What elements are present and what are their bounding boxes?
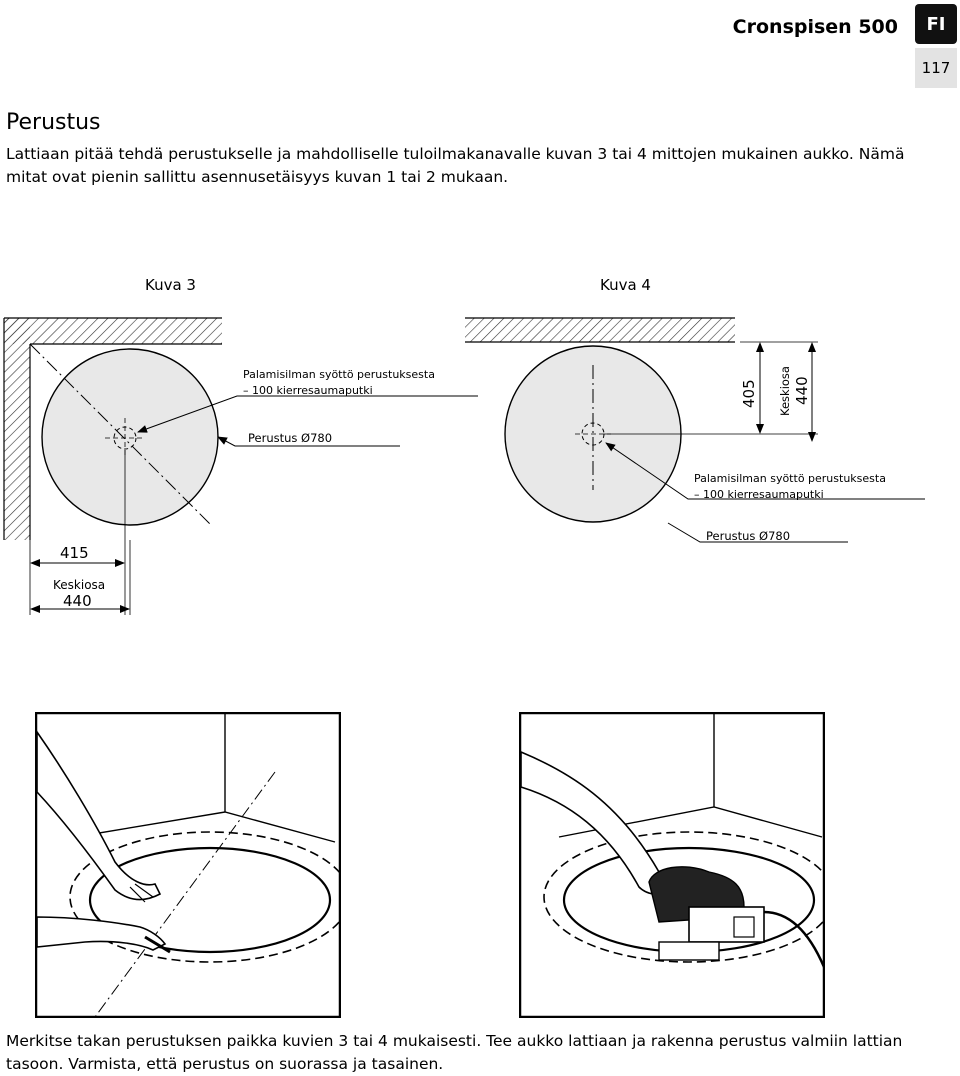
figure3-dim-long: 440 (63, 592, 92, 610)
figure3-base-leader (217, 436, 400, 447)
marking-illustration (35, 712, 341, 1018)
foundation-diagrams: Kuva 3 Palamisilman syöttö perustuksesta… (3, 276, 925, 615)
figure3-air-label-line2: – 100 kierresaumaputki (243, 384, 373, 397)
figure4-air-label-line1: Palamisilman syöttö perustuksesta (694, 472, 886, 485)
figure3-base-label: Perustus Ø780 (248, 431, 332, 445)
figure3-diagonal-axis (29, 343, 211, 525)
figure4-dim-long: 440 (793, 376, 811, 405)
figure3-center-label: Keskiosa (53, 578, 105, 592)
figure4-title: Kuva 4 (600, 276, 651, 294)
figure4-base-leader (667, 522, 848, 543)
language-badge: FI (915, 4, 957, 44)
figure4-dim-short: 405 (740, 379, 758, 408)
figure3-corner-wall (3, 317, 222, 540)
figure4-air-leader (605, 442, 925, 500)
page-number: 117 (915, 48, 957, 88)
figure4-base-label: Perustus Ø780 (706, 529, 790, 543)
figure4-wall (465, 317, 735, 343)
cutting-illustration (519, 712, 825, 1018)
document-title: Cronspisen 500 (732, 16, 898, 38)
figure3-dim-short: 415 (60, 544, 89, 562)
figure4-air-label-line2: – 100 kierresaumaputki (694, 488, 824, 501)
figure3-air-leader (137, 395, 478, 433)
figure3-air-label-line1: Palamisilman syöttö perustuksesta (243, 368, 435, 381)
figure4-center-label: Keskiosa (778, 366, 792, 416)
section-title: Perustus (6, 110, 101, 135)
figure3-foundation-circle (41, 348, 219, 526)
instruction-caption: Merkitse takan perustuksen paikka kuvien… (6, 1032, 903, 1073)
intro-paragraph: Lattiaan pitää tehdä perustukselle ja ma… (6, 145, 905, 186)
figure3-title: Kuva 3 (145, 276, 196, 294)
